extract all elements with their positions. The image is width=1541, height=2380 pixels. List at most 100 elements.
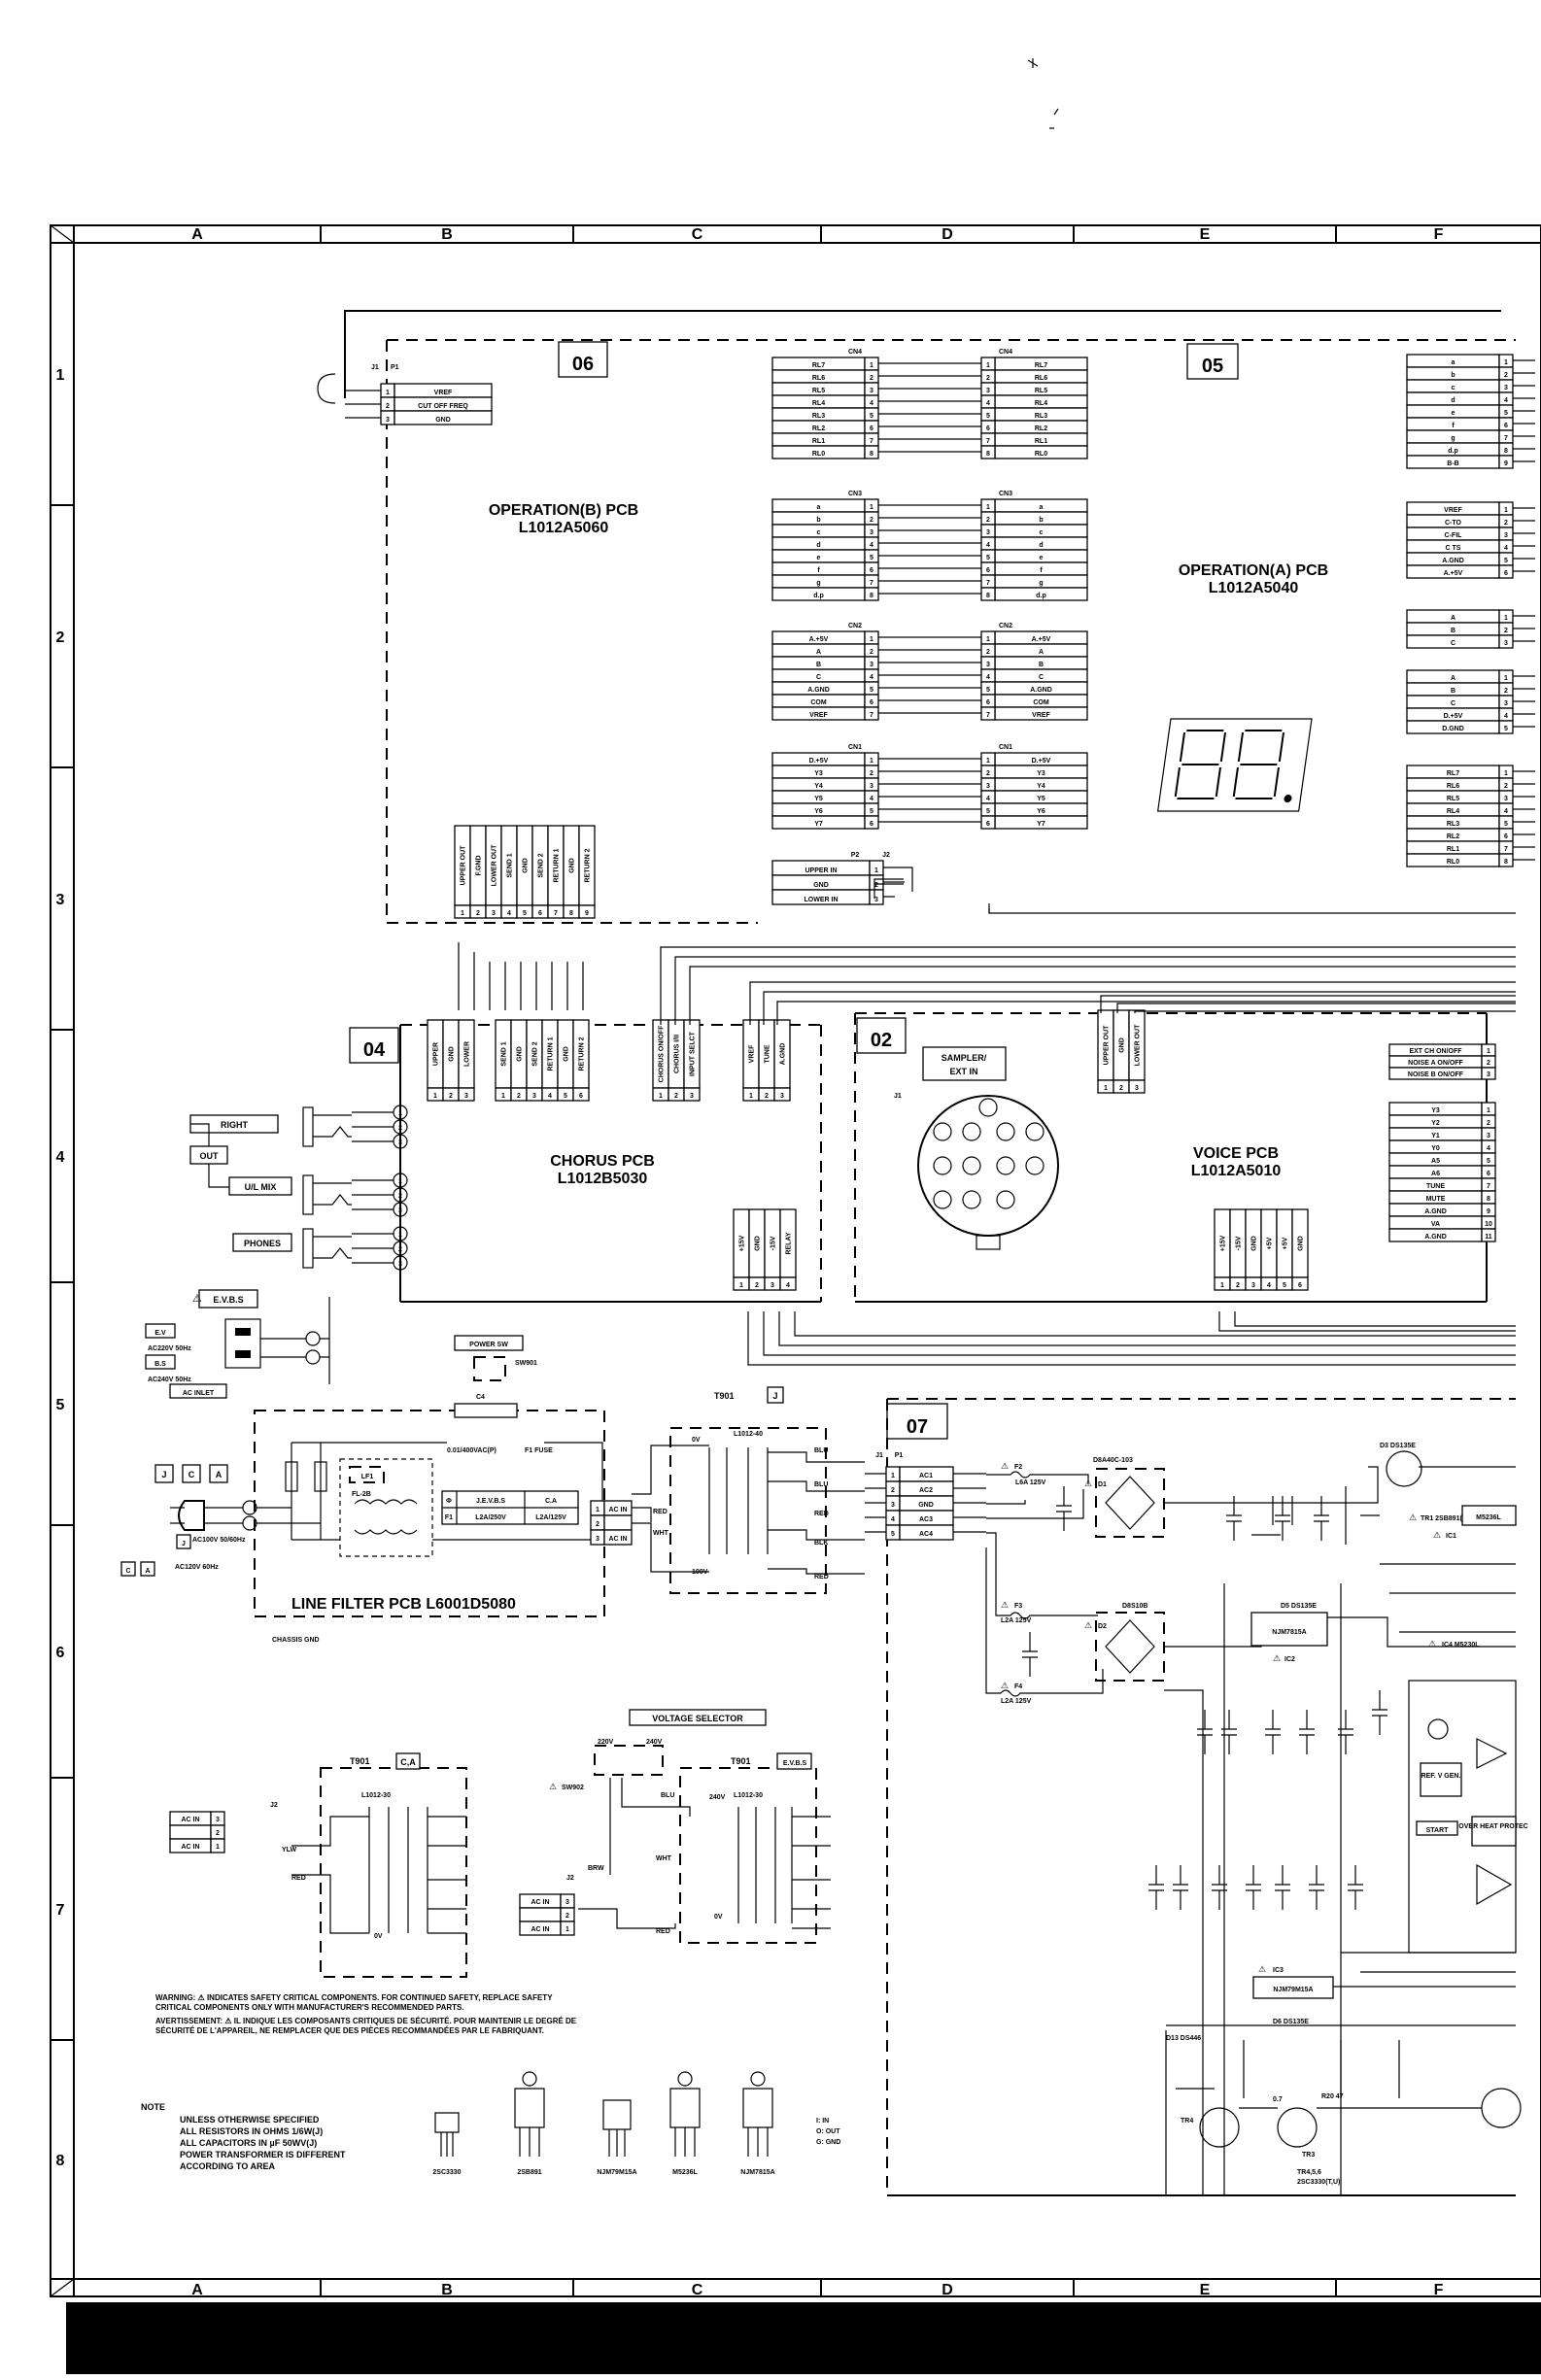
pin-label: A.GND <box>1030 687 1052 694</box>
row-label-6: 6 <box>56 1645 65 1661</box>
pin-number: 2 <box>874 882 878 889</box>
pin-number: 3 <box>780 1093 784 1100</box>
svg-text:RED: RED <box>656 1928 670 1935</box>
pin-number: 3 <box>690 1093 694 1100</box>
pin-number: 1 <box>1504 507 1508 514</box>
pin-label: g <box>816 580 820 587</box>
pin-label: A <box>1451 675 1455 682</box>
column-label-E: E <box>1200 2282 1211 2298</box>
svg-text:C,A: C,A <box>400 1757 416 1767</box>
pin-label: Y7 <box>1037 821 1045 828</box>
pin-number: 2 <box>870 649 873 656</box>
pin-label: -15V <box>1236 1236 1243 1250</box>
capacitor <box>1246 1865 1261 1910</box>
pin-number: 9 <box>1487 1208 1490 1215</box>
svg-text:IC1: IC1 <box>1446 1533 1456 1540</box>
pin-number: 11 <box>1485 1234 1492 1241</box>
pin-label: f <box>817 567 820 574</box>
pin-number: 2 <box>476 910 480 917</box>
pin-label: B <box>1451 628 1455 634</box>
pin-label: Y1 <box>1431 1133 1440 1139</box>
svg-text:AC220V 50Hz: AC220V 50Hz <box>148 1345 191 1352</box>
pin-number: 1 <box>398 1232 402 1239</box>
svg-text:J1: J1 <box>371 364 379 371</box>
transformer-voltage-selector: VOLTAGE SELECTOR 220V 240V ⚠ SW902 T901 … <box>519 1709 831 1944</box>
pin-number: 2 <box>986 375 990 382</box>
board-number-04 <box>349 1027 399 1064</box>
pin-number: 6 <box>538 910 542 917</box>
connector-title: CN1 <box>848 744 862 751</box>
pin-label: UPPER IN <box>805 867 837 874</box>
pin-label: AC IN <box>531 1899 549 1906</box>
legend-line: O: OUT <box>816 2128 840 2135</box>
pin-number: 3 <box>1504 640 1508 647</box>
pin-label: e <box>1452 410 1455 417</box>
pin-number: 1 <box>1504 675 1508 682</box>
pin-number: 5 <box>523 910 527 917</box>
svg-text:REF. V GEN.: REF. V GEN. <box>1421 1773 1461 1780</box>
scan-marks <box>1027 58 1059 129</box>
pin-label: UPPER OUT <box>461 845 467 886</box>
svg-text:J.E.V.B.S: J.E.V.B.S <box>476 1498 505 1505</box>
pin-number: 3 <box>596 1536 599 1543</box>
svg-text:R20 47: R20 47 <box>1321 2093 1344 2100</box>
pin-label: RL0 <box>1035 451 1047 458</box>
svg-text:START: START <box>1426 1827 1450 1834</box>
pin-label: C-TO <box>1445 520 1462 527</box>
pin-label: LOWER OUT <box>492 844 498 886</box>
svg-text:D1: D1 <box>1098 1481 1107 1488</box>
pin-number: 4 <box>870 400 873 407</box>
transistor-package-label: NJM79M15A <box>597 2169 636 2176</box>
pin-number: 5 <box>1504 410 1508 417</box>
pin-number: 4 <box>870 542 873 549</box>
pin-number: 2 <box>1504 688 1508 695</box>
column-label-B: B <box>441 226 453 243</box>
pin-label: F.GND <box>476 856 483 876</box>
note-line: UNLESS OTHERWISE SPECIFIED <box>180 2115 320 2125</box>
svg-text:RIGHT: RIGHT <box>221 1120 249 1130</box>
pin-number: 3 <box>1487 1133 1490 1139</box>
pin-label: e <box>817 555 821 561</box>
svg-text:⚠: ⚠ <box>1409 1513 1417 1522</box>
pin-number: 5 <box>870 687 873 694</box>
pin-label: C <box>1451 700 1455 707</box>
pin-label: A5 <box>1431 1158 1440 1165</box>
pin-number: 8 <box>1504 448 1508 455</box>
svg-text:D6 DS135E: D6 DS135E <box>1273 2019 1309 2025</box>
svg-text:J2: J2 <box>566 1875 574 1882</box>
pin-number: 1 <box>1220 1282 1224 1289</box>
capacitor <box>1022 1632 1038 1677</box>
pin-label: UPPER OUT <box>1104 1025 1111 1066</box>
pin-label: AC IN <box>181 1844 199 1851</box>
pin-number: 2 <box>1504 628 1508 634</box>
pin-number: 6 <box>986 425 990 432</box>
din-pin <box>978 1098 998 1117</box>
pin-number: 3 <box>1251 1282 1255 1289</box>
pin-number: 1 <box>398 1110 402 1117</box>
pin-number: 4 <box>891 1516 895 1523</box>
svg-text:TR1 2SB891(O,R): TR1 2SB891(O,R) <box>1421 1515 1477 1522</box>
svg-text:L2A 125V: L2A 125V <box>1001 1698 1032 1705</box>
svg-text:POWER SW: POWER SW <box>469 1342 508 1348</box>
svg-text:NJM7815A: NJM7815A <box>1272 1629 1306 1636</box>
connector-title: CN4 <box>999 349 1012 356</box>
board-number-06-text: 06 <box>572 354 594 375</box>
svg-text:0V: 0V <box>692 1437 701 1444</box>
board-07-power-supply: 07 ⚠ D1 D8A40C-103 ⚠ D2 D8S10B ⚠ F2 L6A … <box>886 1398 1528 2196</box>
pin-number: 7 <box>870 712 873 719</box>
legend-line: G: GND <box>816 2139 840 2146</box>
connector-title: CN2 <box>999 623 1012 629</box>
pin-number: 4 <box>548 1093 552 1100</box>
board-06-operation-b: 06 OPERATION(B) PCB L1012A5060 <box>386 339 1516 924</box>
svg-text:BLU: BLU <box>814 1481 828 1488</box>
note-line: ALL RESISTORS IN OHMS 1/6W(J) <box>180 2126 323 2136</box>
pin-label: GND <box>813 882 829 889</box>
pin-label: c <box>1040 529 1044 536</box>
pin-label: A6 <box>1431 1171 1440 1177</box>
